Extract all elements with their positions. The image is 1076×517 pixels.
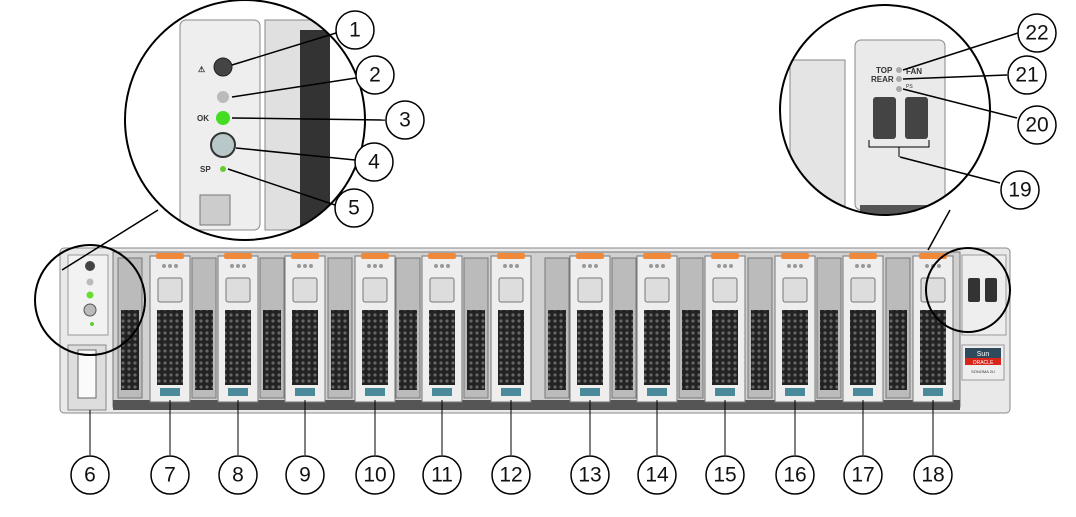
usb-port-1 [873, 97, 896, 139]
drive-bay[interactable] [354, 253, 396, 455]
callout-16: 16 [775, 455, 815, 495]
callout-14: 14 [637, 455, 677, 495]
callout-20: 20 [1017, 105, 1057, 145]
callout-5: 5 [334, 188, 374, 228]
usb-port-2 [905, 97, 928, 139]
callout-number: 7 [164, 464, 176, 487]
callout-15: 15 [705, 455, 745, 495]
callout-number: 14 [645, 464, 669, 487]
callout-number: 15 [713, 464, 736, 487]
drive-bay[interactable] [217, 253, 259, 455]
power-button-icon [210, 132, 236, 158]
callout-21: 21 [1007, 55, 1047, 95]
rear-label: REAR [871, 75, 894, 84]
filler-slot [259, 257, 285, 399]
callout-number: 2 [369, 64, 381, 87]
callout-number: 21 [1015, 64, 1038, 87]
callout-number: 13 [578, 464, 601, 487]
drive-bay[interactable] [912, 253, 954, 455]
callout-11: 11 [422, 455, 462, 495]
badge-model: SONOMA 2U [971, 369, 995, 374]
callout-7: 7 [150, 455, 190, 495]
drive-bay[interactable] [636, 253, 678, 455]
drive-bay[interactable] [774, 253, 816, 455]
filler-slot [747, 257, 773, 399]
filler-slot [885, 257, 911, 399]
top-label: TOP [876, 66, 893, 75]
filler-slot [395, 257, 421, 399]
ok-led [216, 111, 230, 125]
right-control-panel: Sun ORACLE SONOMA 2U [925, 247, 1011, 381]
drive-bay[interactable] [284, 253, 326, 455]
filler-slot [544, 257, 570, 399]
service-led [217, 91, 229, 103]
ok-label: OK [197, 114, 209, 123]
callout-number: 6 [84, 464, 96, 487]
callout-number: 18 [921, 464, 944, 487]
sp-label: SP [200, 165, 211, 174]
callout-number: 3 [399, 109, 411, 132]
callout-17: 17 [843, 455, 883, 495]
drive-bay[interactable] [704, 253, 746, 455]
ps-label: PS [906, 84, 913, 90]
callout-number: 19 [1008, 179, 1031, 202]
callout-number: 8 [232, 464, 244, 487]
callout-10: 10 [355, 455, 395, 495]
right-magnified-view: TOP FAN REAR PS [779, 4, 991, 251]
warning-icon: ⚠ [198, 65, 205, 74]
filler-slot [816, 257, 842, 399]
callout-1: 1 [335, 10, 375, 50]
filler-slot [611, 257, 637, 399]
callout-number: 9 [299, 464, 311, 487]
callout-22: 22 [1017, 13, 1057, 53]
callout-13: 13 [570, 455, 610, 495]
callout-8: 8 [218, 455, 258, 495]
sun-oracle-badge: Sun ORACLE SONOMA 2U [961, 344, 1005, 381]
leader-lines [227, 32, 1019, 206]
drive-bay[interactable] [149, 253, 191, 455]
badge-vendor: ORACLE [973, 360, 994, 366]
callout-number: 10 [363, 464, 386, 487]
callout-12: 12 [491, 455, 531, 495]
fan-label: FAN [906, 67, 922, 76]
filler-slot [191, 257, 217, 399]
callout-number: 1 [349, 19, 361, 42]
callout-18: 18 [913, 455, 953, 495]
callout-4: 4 [354, 142, 394, 182]
callout-number: 11 [431, 464, 453, 487]
filler-slot [678, 257, 704, 399]
left-control-panel [34, 244, 146, 455]
drive-bay[interactable] [569, 253, 611, 455]
drive-bay[interactable] [421, 253, 463, 455]
filler-slot [463, 257, 489, 399]
left-magnified-view: ⚠ OK SP [61, 0, 366, 271]
sp-led [220, 166, 226, 172]
drive-bays [117, 253, 954, 455]
callout-number: 5 [348, 197, 360, 220]
drive-bay[interactable] [842, 253, 884, 455]
callout-number: 16 [783, 464, 806, 487]
badge-brand: Sun [977, 351, 990, 358]
filler-slot [327, 257, 353, 399]
callout-9: 9 [285, 455, 325, 495]
callout-19: 19 [1000, 170, 1040, 210]
callout-6: 6 [70, 455, 110, 495]
locator-button-icon [213, 57, 233, 77]
callout-number: 20 [1025, 114, 1048, 137]
callout-2: 2 [355, 55, 395, 95]
callout-number: 17 [851, 464, 874, 487]
drive-bay[interactable] [490, 253, 532, 455]
callout-3: 3 [385, 100, 425, 140]
callout-number: 22 [1025, 22, 1048, 45]
callout-number: 12 [499, 464, 522, 487]
callout-number: 4 [368, 151, 380, 174]
